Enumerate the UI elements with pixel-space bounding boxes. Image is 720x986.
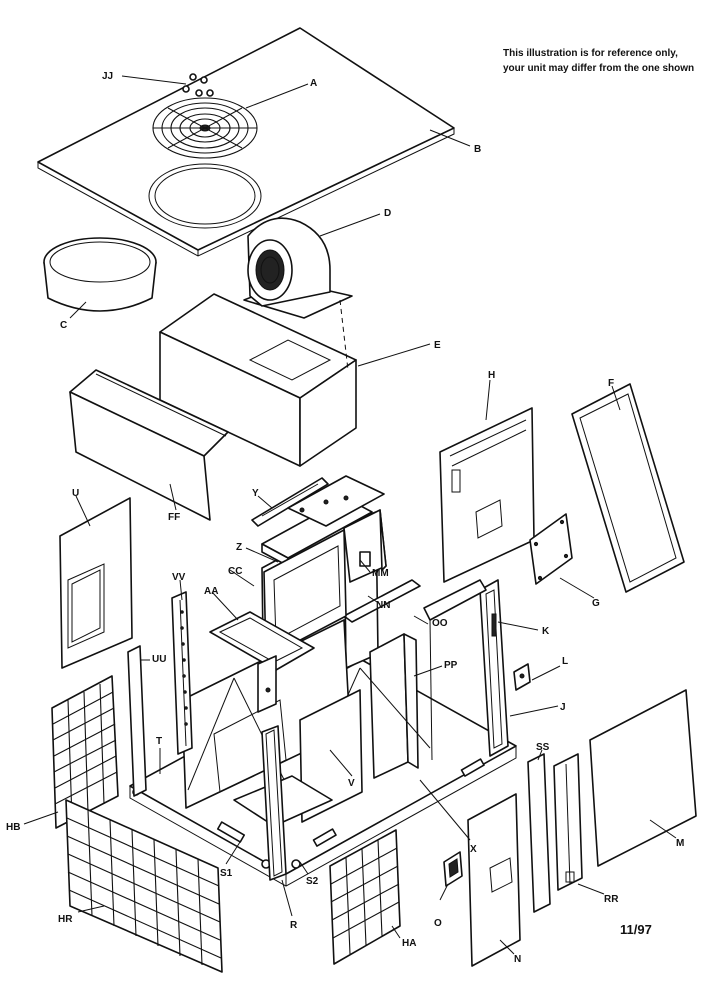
part-side-panel-right <box>571 383 685 593</box>
label-s2: S2 <box>306 876 319 887</box>
part-fan-guard <box>152 97 258 159</box>
label-n: N <box>514 954 521 965</box>
part-small-plate <box>513 663 531 691</box>
label-nn: NN <box>376 600 390 611</box>
label-x: X <box>470 844 477 855</box>
part-narrow-strip <box>527 753 551 913</box>
label-d: D <box>384 208 391 219</box>
label-mm: MM <box>372 568 389 579</box>
part-blower-housing <box>159 293 357 467</box>
label-z: Z <box>236 542 242 553</box>
label-g: G <box>592 598 600 609</box>
label-l: L <box>562 656 568 667</box>
part-access-cover <box>529 513 573 585</box>
label-r: R <box>290 920 298 931</box>
part-control-box <box>443 851 463 887</box>
label-rr: RR <box>604 894 619 905</box>
part-fasteners <box>182 73 214 97</box>
label-aa: AA <box>204 586 218 597</box>
reference-note-line1: This illustration is for reference only, <box>503 48 678 59</box>
label-cc: CC <box>228 566 242 577</box>
label-b: B <box>474 144 481 155</box>
label-ss: SS <box>536 742 550 753</box>
label-a: A <box>310 78 317 89</box>
label-k: K <box>542 626 550 637</box>
label-y: Y <box>252 488 259 499</box>
part-bracket-rod <box>251 477 329 527</box>
part-top-panel <box>37 27 455 257</box>
part-grille-hr <box>65 799 223 973</box>
label-vv: VV <box>172 572 186 583</box>
label-s1: S1 <box>220 868 233 879</box>
part-blower <box>243 217 353 319</box>
part-channel <box>553 753 583 891</box>
label-pp: PP <box>444 660 458 671</box>
part-side-panel-m <box>589 689 697 867</box>
label-u: U <box>72 488 79 499</box>
part-back-panel <box>439 407 535 583</box>
part-side-panel-left <box>59 497 133 669</box>
leader-lines <box>23 75 677 955</box>
label-e: E <box>434 340 441 351</box>
label-uu: UU <box>152 654 166 665</box>
part-perforated-post <box>171 591 193 755</box>
label-c: C <box>60 320 67 331</box>
label-hb: HB <box>6 822 20 833</box>
reference-note-line2: your unit may differ from the one shown <box>503 63 694 74</box>
label-m: M <box>676 838 684 849</box>
label-f: F <box>608 378 614 389</box>
part-coil-frame <box>209 529 347 713</box>
label-ha: HA <box>402 938 416 949</box>
part-labels: JJ A B C D E FF H F U Y Z MM CC AA NN VV… <box>6 71 684 965</box>
part-grille-ha <box>329 829 401 965</box>
label-jj: JJ <box>102 71 113 82</box>
label-o: O <box>434 918 442 929</box>
part-divider-panel <box>69 369 229 521</box>
label-oo: OO <box>432 618 448 629</box>
label-hr: HR <box>58 914 73 925</box>
label-v: V <box>348 778 355 789</box>
date-code: 11/97 <box>620 922 652 937</box>
label-h: H <box>488 370 495 381</box>
part-grille-hb <box>51 675 119 829</box>
part-access-door <box>467 793 521 967</box>
label-t: T <box>156 736 162 747</box>
label-j: J <box>560 702 566 713</box>
part-orifice-ring <box>43 237 157 312</box>
label-ff: FF <box>168 512 180 523</box>
